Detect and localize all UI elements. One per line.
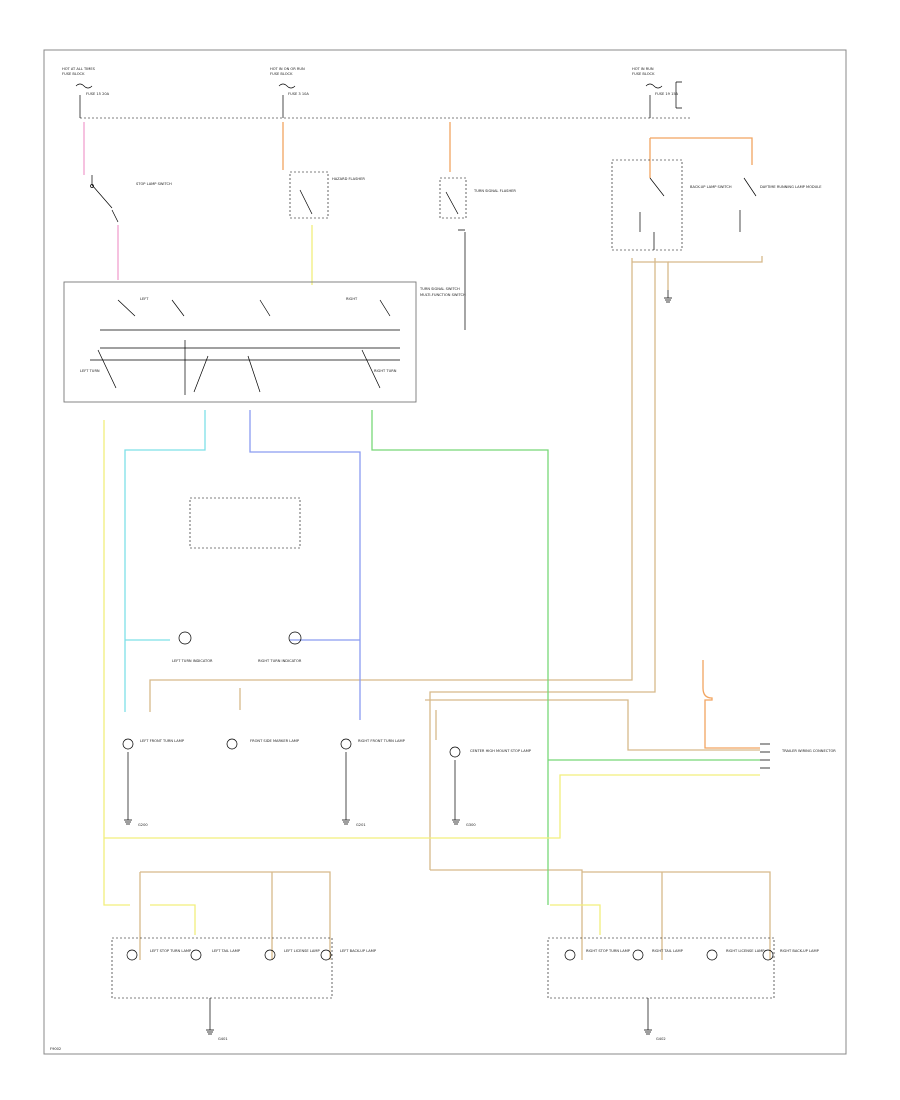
right-front-turn-lamp-label: RIGHT FRONT TURN LAMP: [358, 739, 406, 743]
header-label-right-1: HOT IN RUN: [632, 67, 654, 71]
right-stop-turn-lamp-label: RIGHT STOP TURN LAMP: [586, 949, 631, 953]
wire-dark-blue: [249, 410, 361, 720]
backup-lamp-switch: BACK-UP LAMP SWITCH DAYTIME RUNNING LAMP…: [611, 159, 822, 303]
switch-position-left: LEFT: [140, 297, 149, 301]
front-side-marker-lamp-label: FRONT SIDE MARKER LAMP: [250, 739, 300, 743]
right-tail-lamp-label: RIGHT TAIL LAMP: [652, 949, 684, 953]
header-label-left-1: HOT AT ALL TIMES: [62, 67, 96, 71]
hazard-flasher-label: HAZARD FLASHER: [332, 177, 365, 181]
stop-lamp-switch-label: STOP LAMP SWITCH: [136, 182, 172, 186]
header-label-right-2: FUSE BLOCK: [632, 72, 655, 76]
left-backup-lamp-label: LEFT BACK-UP LAMP: [340, 949, 377, 953]
header-label-left-2: FUSE BLOCK: [62, 72, 85, 76]
turn-signal-switch-label: TURN SIGNAL SWITCH: [419, 287, 460, 291]
wire-pink: [83, 122, 119, 280]
right-license-lamp-label: RIGHT LICENSE LAMP: [726, 949, 765, 953]
ground-label-g401: G401: [218, 1037, 228, 1041]
trailer-connector-label: TRAILER WIRING CONNECTOR: [781, 749, 836, 753]
header-label-center-3: FUSE 3 10A: [288, 92, 309, 96]
right-backup-lamp-label: RIGHT BACK-UP LAMP: [780, 949, 820, 953]
daytime-running-lamp-module-label: DAYTIME RUNNING LAMP MODULE: [760, 185, 822, 189]
ground-label-g402: G402: [656, 1037, 666, 1041]
center-high-mount-stop-lamp: CENTER HIGH MOUNT STOP LAMP: [449, 746, 532, 820]
right-rear-lamps: RIGHT STOP TURN LAMP RIGHT TAIL LAMP RIG…: [547, 937, 820, 1030]
turn-signal-flasher-label: TURN SIGNAL FLASHER: [473, 189, 516, 193]
header-label-center-1: HOT IN ON OR RUN: [270, 67, 305, 71]
multifunction-switch-label: MULTI-FUNCTION SWITCH: [420, 293, 466, 297]
header-label-left-3: FUSE 15 20A: [86, 92, 110, 96]
chmsl-label: CENTER HIGH MOUNT STOP LAMP: [470, 749, 532, 753]
wire-yellow: [103, 420, 760, 935]
wire-green: [371, 410, 760, 905]
left-license-lamp-label: LEFT LICENSE LAMP: [284, 949, 320, 953]
ground-label-g200: G200: [138, 823, 148, 827]
hazard-flasher: HAZARD FLASHER: [289, 171, 365, 285]
switch-position-left-turn: LEFT TURN: [80, 369, 100, 373]
left-rear-lamps: LEFT STOP TURN LAMP LEFT TAIL LAMP LEFT …: [111, 937, 377, 1030]
ground-symbols: G401 G402 G300 G200 G201: [124, 819, 666, 1041]
right-turn-indicator-label: RIGHT TURN INDICATOR: [258, 659, 302, 663]
turn-signal-switch: TURN SIGNAL SWITCH MULTI-FUNCTION SWITCH…: [63, 281, 466, 403]
left-stop-turn-lamp-label: LEFT STOP TURN LAMP: [150, 949, 192, 953]
backup-lamp-switch-label: BACK-UP LAMP SWITCH: [690, 185, 732, 189]
ground-label-g300: G300: [466, 823, 476, 827]
fuse-symbols: [75, 81, 682, 109]
wire-tan: [139, 256, 771, 960]
dash-indicators: LEFT TURN INDICATOR RIGHT TURN INDICATOR: [172, 497, 302, 663]
stop-lamp-switch: STOP LAMP SWITCH: [90, 175, 172, 223]
left-turn-indicator-label: LEFT TURN INDICATOR: [172, 659, 213, 663]
front-lamps: LEFT FRONT TURN LAMP FRONT SIDE MARKER L…: [122, 738, 406, 820]
header-label-center-2: FUSE BLOCK: [270, 72, 293, 76]
wire-orange: [282, 122, 760, 749]
trailer-connector: TRAILER WIRING CONNECTOR: [760, 743, 836, 769]
wire-light-blue: [124, 410, 206, 712]
turn-signal-flasher: TURN SIGNAL FLASHER: [439, 177, 516, 330]
left-front-turn-lamp-label: LEFT FRONT TURN LAMP: [140, 739, 185, 743]
ground-label-g201: G201: [356, 823, 366, 827]
header-label-right-3: FUSE 19 15A: [655, 92, 679, 96]
switch-position-right-turn: RIGHT TURN: [374, 369, 397, 373]
switch-position-right: RIGHT: [346, 297, 358, 301]
left-tail-lamp-label: LEFT TAIL LAMP: [212, 949, 241, 953]
diagram-border: [43, 49, 847, 1055]
footer-code: F9002: [50, 1047, 61, 1051]
